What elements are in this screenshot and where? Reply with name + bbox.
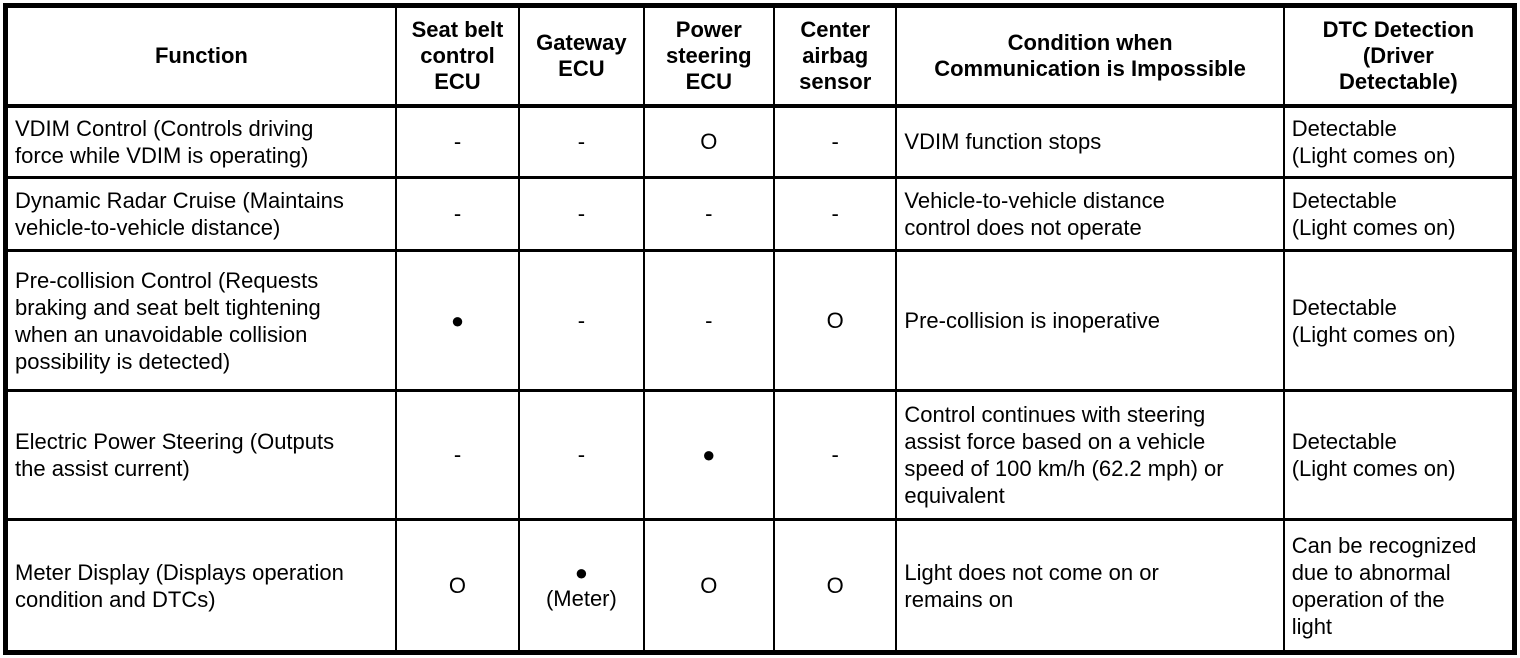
table-row-pre-collision-control: Pre-collision Control (Requests braking … (4, 249, 1516, 393)
column-header-gateway-ecu: Gateway ECU (518, 4, 645, 108)
table-row-dynamic-radar-cruise: Dynamic Radar Cruise (Maintains vehicle-… (4, 176, 1516, 253)
center-airbag-sensor-mark: - (773, 389, 898, 522)
seat-belt-ecu-mark: - (394, 103, 521, 180)
function-cell: Pre-collision Control (Requests braking … (4, 249, 397, 393)
table-row-vdim-control: VDIM Control (Controls driving force whi… (4, 103, 1516, 180)
dtc-detection-cell: Detectable (Light comes on) (1282, 389, 1516, 522)
seat-belt-ecu-mark: ● (394, 249, 521, 393)
center-airbag-sensor-mark: - (773, 103, 898, 180)
seat-belt-ecu-mark: O (394, 518, 521, 654)
condition-cell: Pre-collision is inoperative (895, 249, 1285, 393)
gateway-ecu-mark: - (518, 103, 645, 180)
seat-belt-ecu-mark: - (394, 389, 521, 522)
seat-belt-ecu-mark: - (394, 176, 521, 253)
dtc-detection-cell: Detectable (Light comes on) (1282, 176, 1516, 253)
gateway-ecu-mark: - (518, 176, 645, 253)
condition-cell: Control continues with steering assist f… (895, 389, 1285, 522)
dtc-detection-cell: Detectable (Light comes on) (1282, 103, 1516, 180)
power-steering-ecu-mark: - (642, 176, 776, 253)
table-row-meter-display: Meter Display (Displays operation condit… (4, 518, 1516, 654)
column-header-center-airbag-sensor: Center airbag sensor (773, 4, 898, 108)
column-header-condition: Condition when Communication is Impossib… (895, 4, 1285, 108)
dtc-detection-cell: Can be recognized due to abnormal operat… (1282, 518, 1516, 654)
column-header-seat-belt-control-ecu: Seat belt control ECU (394, 4, 521, 108)
condition-cell: Light does not come on or remains on (895, 518, 1285, 654)
gateway-ecu-mark: ● (Meter) (518, 518, 645, 654)
power-steering-ecu-mark: O (642, 518, 776, 654)
power-steering-ecu-mark: - (642, 249, 776, 393)
column-header-dtc-detection: DTC Detection (Driver Detectable) (1282, 4, 1516, 108)
gateway-ecu-mark: - (518, 249, 645, 393)
condition-cell: VDIM function stops (895, 103, 1285, 180)
table-row-electric-power-steering: Electric Power Steering (Outputs the ass… (4, 389, 1516, 522)
function-cell: Meter Display (Displays operation condit… (4, 518, 397, 654)
condition-cell: Vehicle-to-vehicle distance control does… (895, 176, 1285, 253)
dtc-detection-cell: Detectable (Light comes on) (1282, 249, 1516, 393)
function-cell: VDIM Control (Controls driving force whi… (4, 103, 397, 180)
center-airbag-sensor-mark: O (773, 249, 898, 393)
column-header-function: Function (4, 4, 397, 108)
gateway-ecu-mark: - (518, 389, 645, 522)
center-airbag-sensor-mark: O (773, 518, 898, 654)
power-steering-ecu-mark: ● (642, 389, 776, 522)
column-header-power-steering-ecu: Power steering ECU (642, 4, 776, 108)
function-cell: Dynamic Radar Cruise (Maintains vehicle-… (4, 176, 397, 253)
communication-dtc-table: Function Seat belt control ECU Gateway E… (3, 3, 1517, 655)
center-airbag-sensor-mark: - (773, 176, 898, 253)
header-row: Function Seat belt control ECU Gateway E… (4, 4, 1516, 108)
power-steering-ecu-mark: O (642, 103, 776, 180)
function-cell: Electric Power Steering (Outputs the ass… (4, 389, 397, 522)
